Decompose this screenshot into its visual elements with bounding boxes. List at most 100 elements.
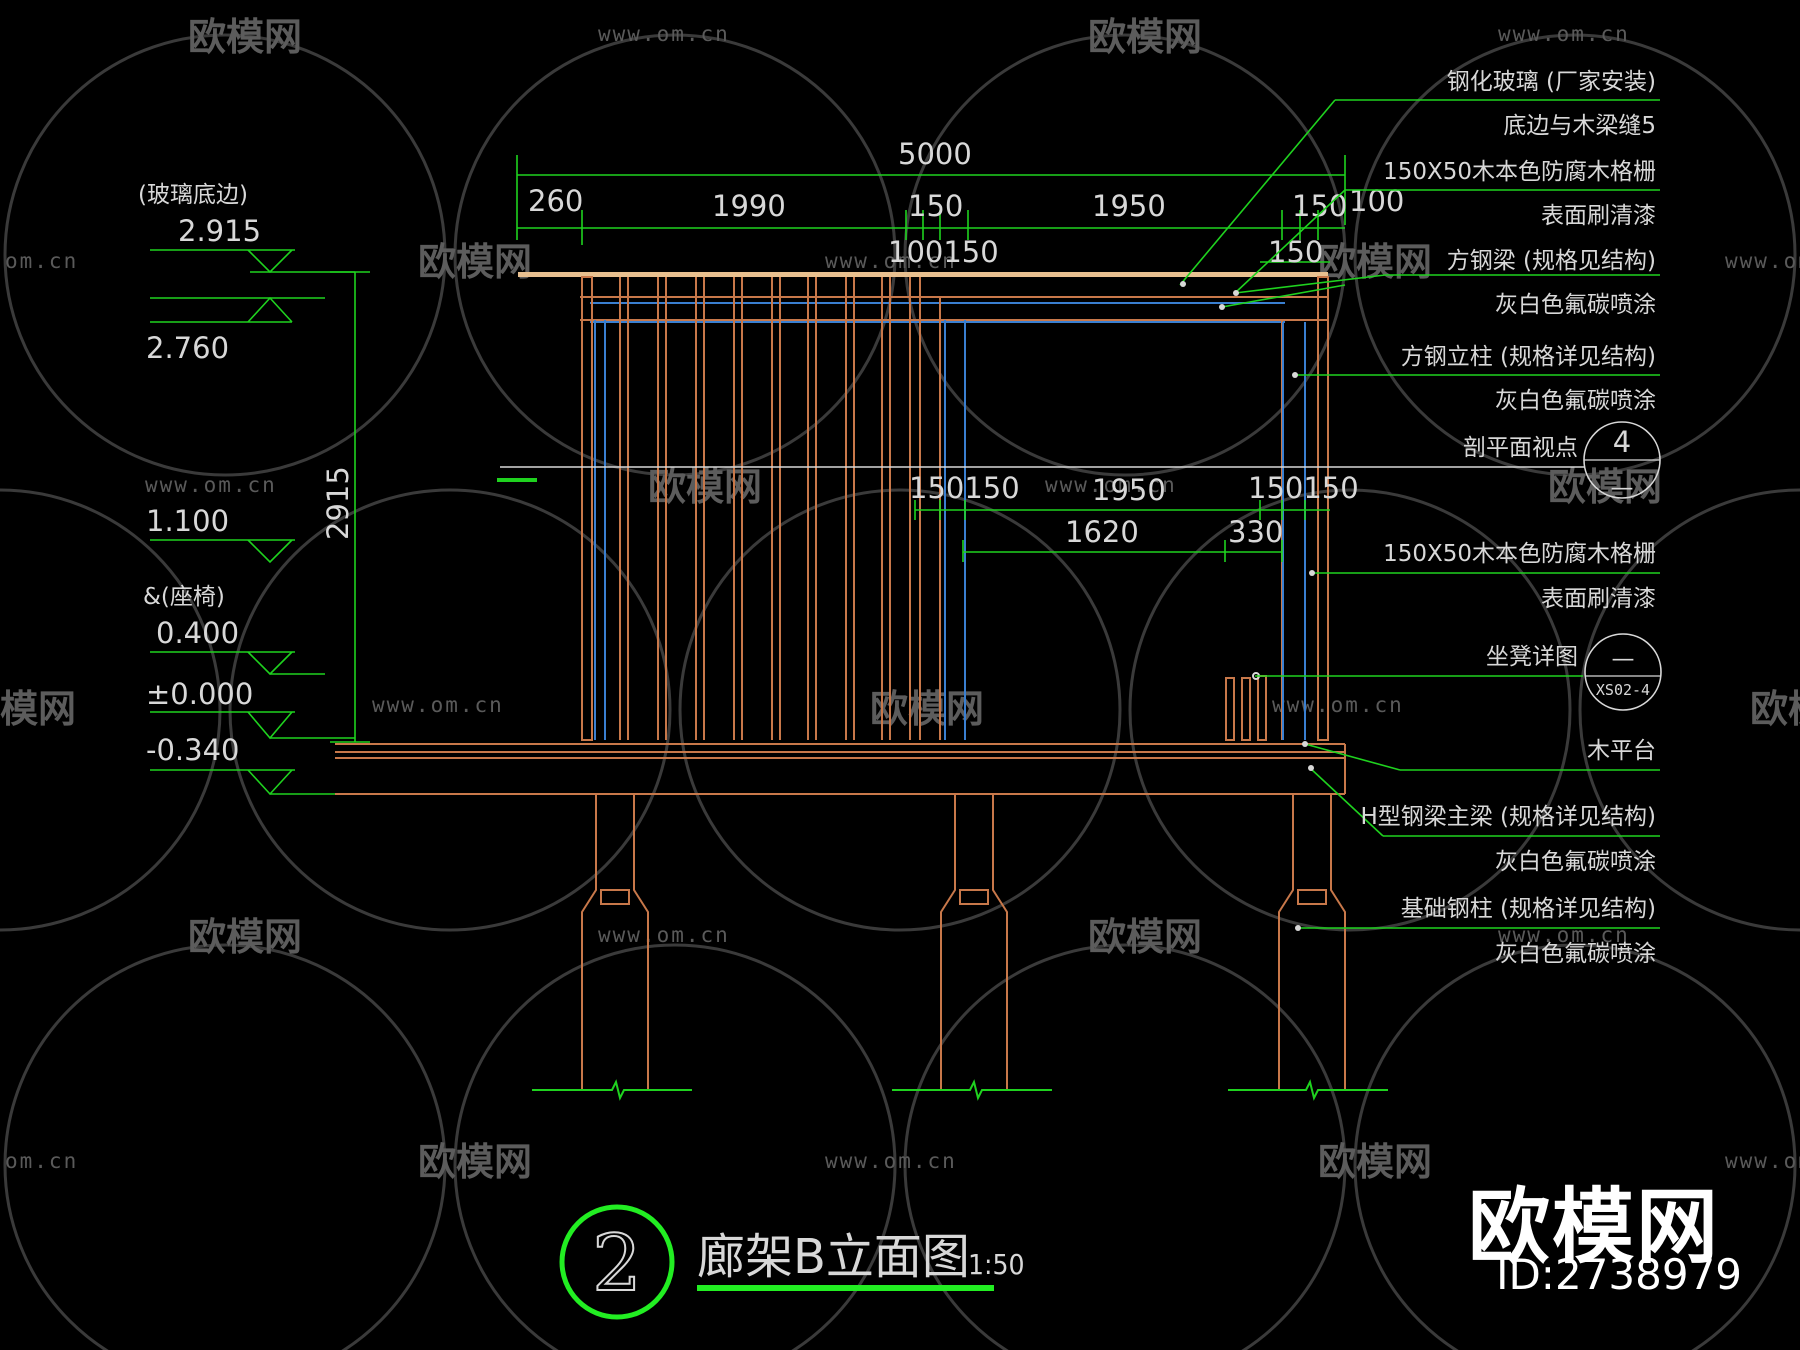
svg-text:2.915: 2.915 xyxy=(178,214,261,248)
svg-text:om.cn: om.cn xyxy=(5,249,78,273)
title-scale: 1:50 xyxy=(968,1248,1025,1281)
svg-text:灰白色氟碳喷涂: 灰白色氟碳喷涂 xyxy=(1495,941,1656,967)
svg-text:—: — xyxy=(1612,646,1635,672)
column-left xyxy=(581,276,593,741)
svg-text:—: — xyxy=(1611,475,1634,501)
title-name: 廊架B立面图 xyxy=(697,1229,970,1285)
ground-lines xyxy=(532,1079,1388,1101)
seat xyxy=(1225,672,1267,741)
svg-text:150: 150 xyxy=(1292,189,1347,223)
svg-text:0.400: 0.400 xyxy=(156,616,239,650)
svg-text:www.om.cn: www.om.cn xyxy=(1498,923,1630,947)
svg-text:灰白色氟碳喷涂: 灰白色氟碳喷涂 xyxy=(1495,292,1656,318)
svg-text:www.om.cn: www.om.cn xyxy=(825,1149,957,1173)
svg-text:150150: 150150 xyxy=(909,471,1020,505)
svg-text:150X50木本色防腐木格栅: 150X50木本色防腐木格栅 xyxy=(1383,159,1656,185)
svg-text:坐凳详图: 坐凳详图 xyxy=(1486,644,1578,670)
svg-text:om.cn: om.cn xyxy=(5,1149,78,1173)
svg-text:方钢立柱 (规格详见结构): 方钢立柱 (规格详见结构) xyxy=(1401,344,1656,370)
title-underline xyxy=(697,1285,994,1291)
svg-text:欧模网: 欧模网 xyxy=(1750,687,1800,731)
svg-text:2.760: 2.760 xyxy=(146,331,229,365)
wood-deck xyxy=(335,743,1346,795)
svg-text:260: 260 xyxy=(528,184,583,218)
brand-logo: 欧模网 xyxy=(1467,1180,1720,1275)
svg-text:330: 330 xyxy=(1228,515,1283,549)
svg-text:100: 100 xyxy=(1349,184,1404,218)
svg-text:www.om.cn: www.om.cn xyxy=(825,249,957,273)
svg-text:www.om.cn: www.om.cn xyxy=(1272,693,1404,717)
svg-text:-0.340: -0.340 xyxy=(146,733,240,767)
svg-text:&(座椅): &(座椅) xyxy=(143,584,225,610)
brand-id: ID:2738979 xyxy=(1496,1250,1742,1299)
svg-text:www.om.cn: www.om.cn xyxy=(1045,473,1177,497)
svg-text:表面刷清漆: 表面刷清漆 xyxy=(1541,586,1656,612)
svg-text:欧模网: 欧模网 xyxy=(1318,1140,1432,1184)
svg-text:方钢梁 (规格见结构): 方钢梁 (规格见结构) xyxy=(1447,248,1656,274)
svg-text:钢化玻璃 (厂家安装): 钢化玻璃 (厂家安装) xyxy=(1447,69,1656,95)
elevation-texts: (玻璃底边) 2.915 2.760 1.100 &(座椅) 0.400 ±0.… xyxy=(138,182,261,767)
pergola-structure xyxy=(335,272,1585,1101)
svg-text:灰白色氟碳喷涂: 灰白色氟碳喷涂 xyxy=(1495,849,1656,875)
svg-text:欧模网: 欧模网 xyxy=(418,240,532,284)
svg-text:欧模网: 欧模网 xyxy=(1088,915,1202,959)
svg-text:欧模网: 欧模网 xyxy=(1548,465,1662,509)
timber-grille xyxy=(619,277,921,740)
watermark-urls: www.om.cn www.om.cn om.cn www.om.cn www.… xyxy=(5,22,1800,1173)
dimension-texts: 5000 260 1990 150 1950 150 100 100150 15… xyxy=(321,137,1404,549)
svg-text:H型钢梁主梁 (规格详见结构): H型钢梁主梁 (规格详见结构) xyxy=(1360,804,1656,830)
svg-text:剖平面视点: 剖平面视点 xyxy=(1463,435,1578,461)
svg-text:www.om.cn: www.om.cn xyxy=(598,22,730,46)
watermark-circles xyxy=(0,33,1800,1350)
leader-dots xyxy=(1180,281,1315,931)
svg-text:欧模网: 欧模网 xyxy=(188,15,302,59)
svg-text:基础钢柱 (规格详见结构): 基础钢柱 (规格详见结构) xyxy=(1401,896,1656,922)
svg-text:表面刷清漆: 表面刷清漆 xyxy=(1541,203,1656,229)
svg-text:1620: 1620 xyxy=(1065,515,1139,549)
svg-text:2915: 2915 xyxy=(321,466,355,540)
svg-text:欧模网: 欧模网 xyxy=(188,915,302,959)
top-glass-beam xyxy=(518,272,1328,277)
title-number-ring xyxy=(559,1204,675,1320)
svg-text:www.om.cn: www.om.cn xyxy=(372,693,504,717)
leader-lines xyxy=(1179,99,1660,929)
svg-text:1950: 1950 xyxy=(1092,473,1166,507)
drawing-title: 2 廊架B立面图 1:50 xyxy=(559,1204,1025,1320)
svg-text:150: 150 xyxy=(908,189,963,223)
svg-text:欧模网: 欧模网 xyxy=(648,465,762,509)
svg-text:XS02-4: XS02-4 xyxy=(1596,681,1650,699)
svg-text:木平台: 木平台 xyxy=(1587,738,1656,764)
elevation-marks xyxy=(150,249,355,796)
svg-text:1950: 1950 xyxy=(1092,189,1166,223)
svg-text:www.om.cn: www.om.cn xyxy=(1498,22,1630,46)
section-symbol: 4 — xyxy=(1583,421,1661,501)
detail-symbol: — XS02-4 xyxy=(1584,633,1662,711)
svg-text:150: 150 xyxy=(1268,235,1323,269)
svg-text:欧模网: 欧模网 xyxy=(1318,240,1432,284)
svg-text:150150: 150150 xyxy=(1248,471,1359,505)
column-right xyxy=(1317,276,1329,741)
svg-text:模网: 模网 xyxy=(0,687,76,731)
dimensions xyxy=(330,155,1346,743)
svg-text:www.om.cn: www.om.cn xyxy=(1725,249,1800,273)
title-number: 2 xyxy=(592,1219,642,1309)
svg-text:1990: 1990 xyxy=(712,189,786,223)
svg-text:灰白色氟碳喷涂: 灰白色氟碳喷涂 xyxy=(1495,388,1656,414)
svg-text:底边与木梁缝5: 底边与木梁缝5 xyxy=(1503,113,1656,139)
svg-text:150X50木本色防腐木格栅: 150X50木本色防腐木格栅 xyxy=(1383,541,1656,567)
svg-text:www.om.cn: www.om.cn xyxy=(1725,1149,1800,1173)
svg-text:1.100: 1.100 xyxy=(146,504,229,538)
svg-text:5000: 5000 xyxy=(898,137,972,171)
annotations: 钢化玻璃 (厂家安装) 底边与木梁缝5 150X50木本色防腐木格栅 表面刷清漆… xyxy=(1360,69,1656,967)
svg-text:欧模网: 欧模网 xyxy=(418,1140,532,1184)
svg-text:100150: 100150 xyxy=(888,235,999,269)
svg-text:www.om.cn: www.om.cn xyxy=(145,473,277,497)
svg-text:欧模网: 欧模网 xyxy=(870,687,984,731)
svg-text:4: 4 xyxy=(1613,425,1631,459)
svg-text:www.om.cn: www.om.cn xyxy=(598,923,730,947)
svg-text:±0.000: ±0.000 xyxy=(146,677,253,711)
svg-text:欧模网: 欧模网 xyxy=(1088,15,1202,59)
svg-text:(玻璃底边): (玻璃底边) xyxy=(138,182,248,208)
foundation-piers xyxy=(581,794,1346,1090)
